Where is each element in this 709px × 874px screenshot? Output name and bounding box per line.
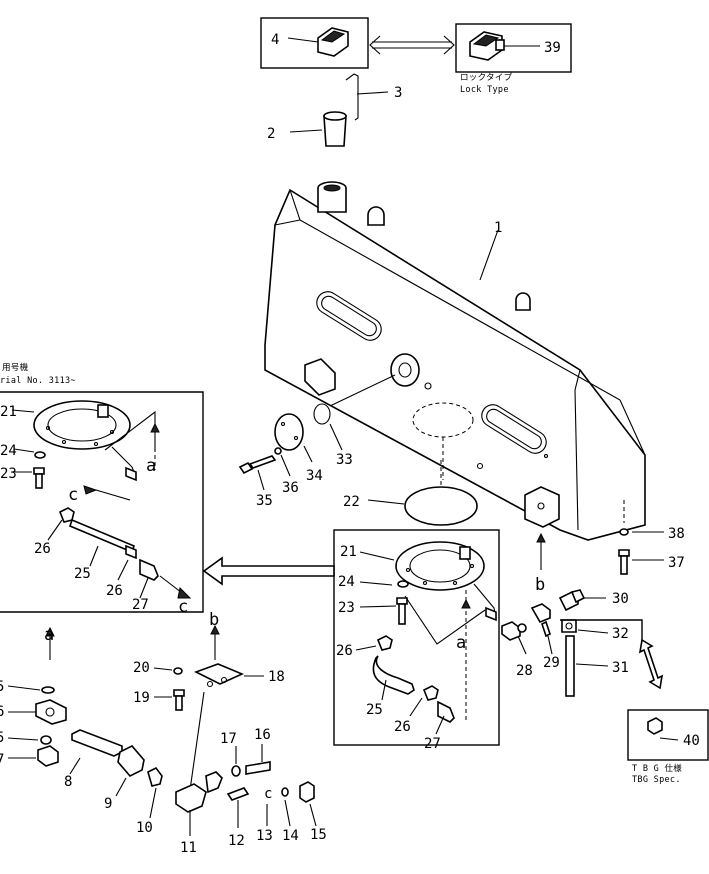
callout-38: 38 [668, 526, 685, 542]
note-lock-type-en: Lock Type [460, 85, 509, 95]
callout-24-right: 24 [338, 574, 355, 590]
snap-ring-13: c [264, 786, 272, 802]
callout-14: 14 [282, 828, 299, 844]
cover-plate-group [238, 374, 396, 491]
note-serial-en: rial No. 3113~ [0, 376, 76, 386]
callout-29: 29 [543, 655, 560, 671]
callout-26-left: 26 [34, 541, 51, 557]
callout-16: 16 [254, 727, 271, 743]
sender-box-right [333, 529, 500, 746]
leader-1 [479, 229, 499, 281]
callout-30: 30 [612, 591, 629, 607]
callout-11: 11 [180, 840, 197, 856]
callout-25-left: 25 [74, 566, 91, 582]
sender-box-left [0, 391, 204, 613]
callout-21-right: 21 [340, 544, 357, 560]
callout-32: 32 [612, 626, 629, 642]
callout-10: 10 [136, 820, 153, 836]
callout-13: 13 [256, 828, 273, 844]
callout-27-right: 27 [424, 736, 441, 752]
callout-28: 28 [516, 663, 533, 679]
callout-15: 15 [310, 827, 327, 843]
callout-23-right: 23 [338, 600, 355, 616]
note-tbg-jp: T B G 仕様 [632, 763, 682, 774]
cap-box-lock-type [455, 23, 572, 73]
callout-2: 2 [267, 126, 275, 142]
callout-25-right: 25 [366, 702, 383, 718]
gasket-ring [367, 460, 478, 526]
callout-22: 22 [343, 494, 360, 510]
note-tbg-en: TBG Spec. [632, 775, 681, 785]
letter-c-left-2: c [178, 597, 188, 617]
letter-c-left-1: c [68, 485, 78, 505]
letter-b-lower: b [209, 610, 219, 630]
callout-26-left-b: 26 [106, 583, 123, 599]
callout-9: 9 [104, 796, 112, 812]
callout-36: 36 [282, 480, 299, 496]
callout-6: 6 [0, 704, 4, 720]
callout-19: 19 [133, 690, 150, 706]
callout-39: 39 [544, 40, 561, 56]
letter-a-right: a [456, 633, 466, 653]
callout-5-bottom: 5 [0, 730, 4, 746]
callout-40: 40 [683, 733, 700, 749]
letter-a-lower: a [44, 625, 54, 645]
callout-3: 3 [394, 85, 402, 101]
callout-8: 8 [64, 774, 72, 790]
callout-18: 18 [268, 669, 285, 685]
cap-box-standard [260, 17, 369, 69]
callout-1: 1 [494, 220, 502, 236]
double-arrow [369, 35, 455, 55]
pipe-fittings-5-15: c [7, 626, 317, 836]
bolt-37-38 [618, 500, 664, 575]
key-pin [345, 73, 389, 121]
filler-strainer [289, 111, 347, 147]
callout-12: 12 [228, 833, 245, 849]
bracket-18-20 [153, 624, 264, 791]
notes: ロックタイプ Lock Type 用号機 rial No. 3113~ T B … [0, 73, 682, 785]
callout-31: 31 [612, 660, 629, 676]
callout-7: 7 [0, 752, 4, 768]
callout-34: 34 [306, 468, 323, 484]
letter-markers: a a a b b c c [44, 456, 545, 653]
callout-21-left: 21 [0, 404, 17, 420]
letter-b-tank: b [535, 575, 545, 595]
callout-23-left: 23 [0, 466, 17, 482]
callout-27-left: 27 [132, 597, 149, 613]
callout-17: 17 [220, 731, 237, 747]
callout-33: 33 [336, 452, 353, 468]
callout-37: 37 [668, 555, 685, 571]
callout-35: 35 [256, 493, 273, 509]
callout-4: 4 [271, 32, 279, 48]
callout-labels: 4 39 3 2 1 33 34 35 36 22 37 38 21 24 23… [0, 32, 700, 856]
note-serial-jp: 用号機 [2, 362, 29, 373]
callout-20: 20 [133, 660, 150, 676]
fittings-28-32 [501, 589, 643, 697]
callout-26-right: 26 [336, 643, 353, 659]
letter-a-left: a [146, 456, 156, 476]
callout-26-right-b: 26 [394, 719, 411, 735]
fuel-tank [264, 181, 646, 541]
arrow-b-tank [536, 532, 546, 570]
hollow-arrow-left [202, 556, 335, 586]
tbg-spec-box [627, 638, 709, 761]
callout-5-top: 5 [0, 679, 4, 695]
note-lock-type-jp: ロックタイプ [460, 73, 513, 83]
callout-24-left: 24 [0, 443, 17, 459]
